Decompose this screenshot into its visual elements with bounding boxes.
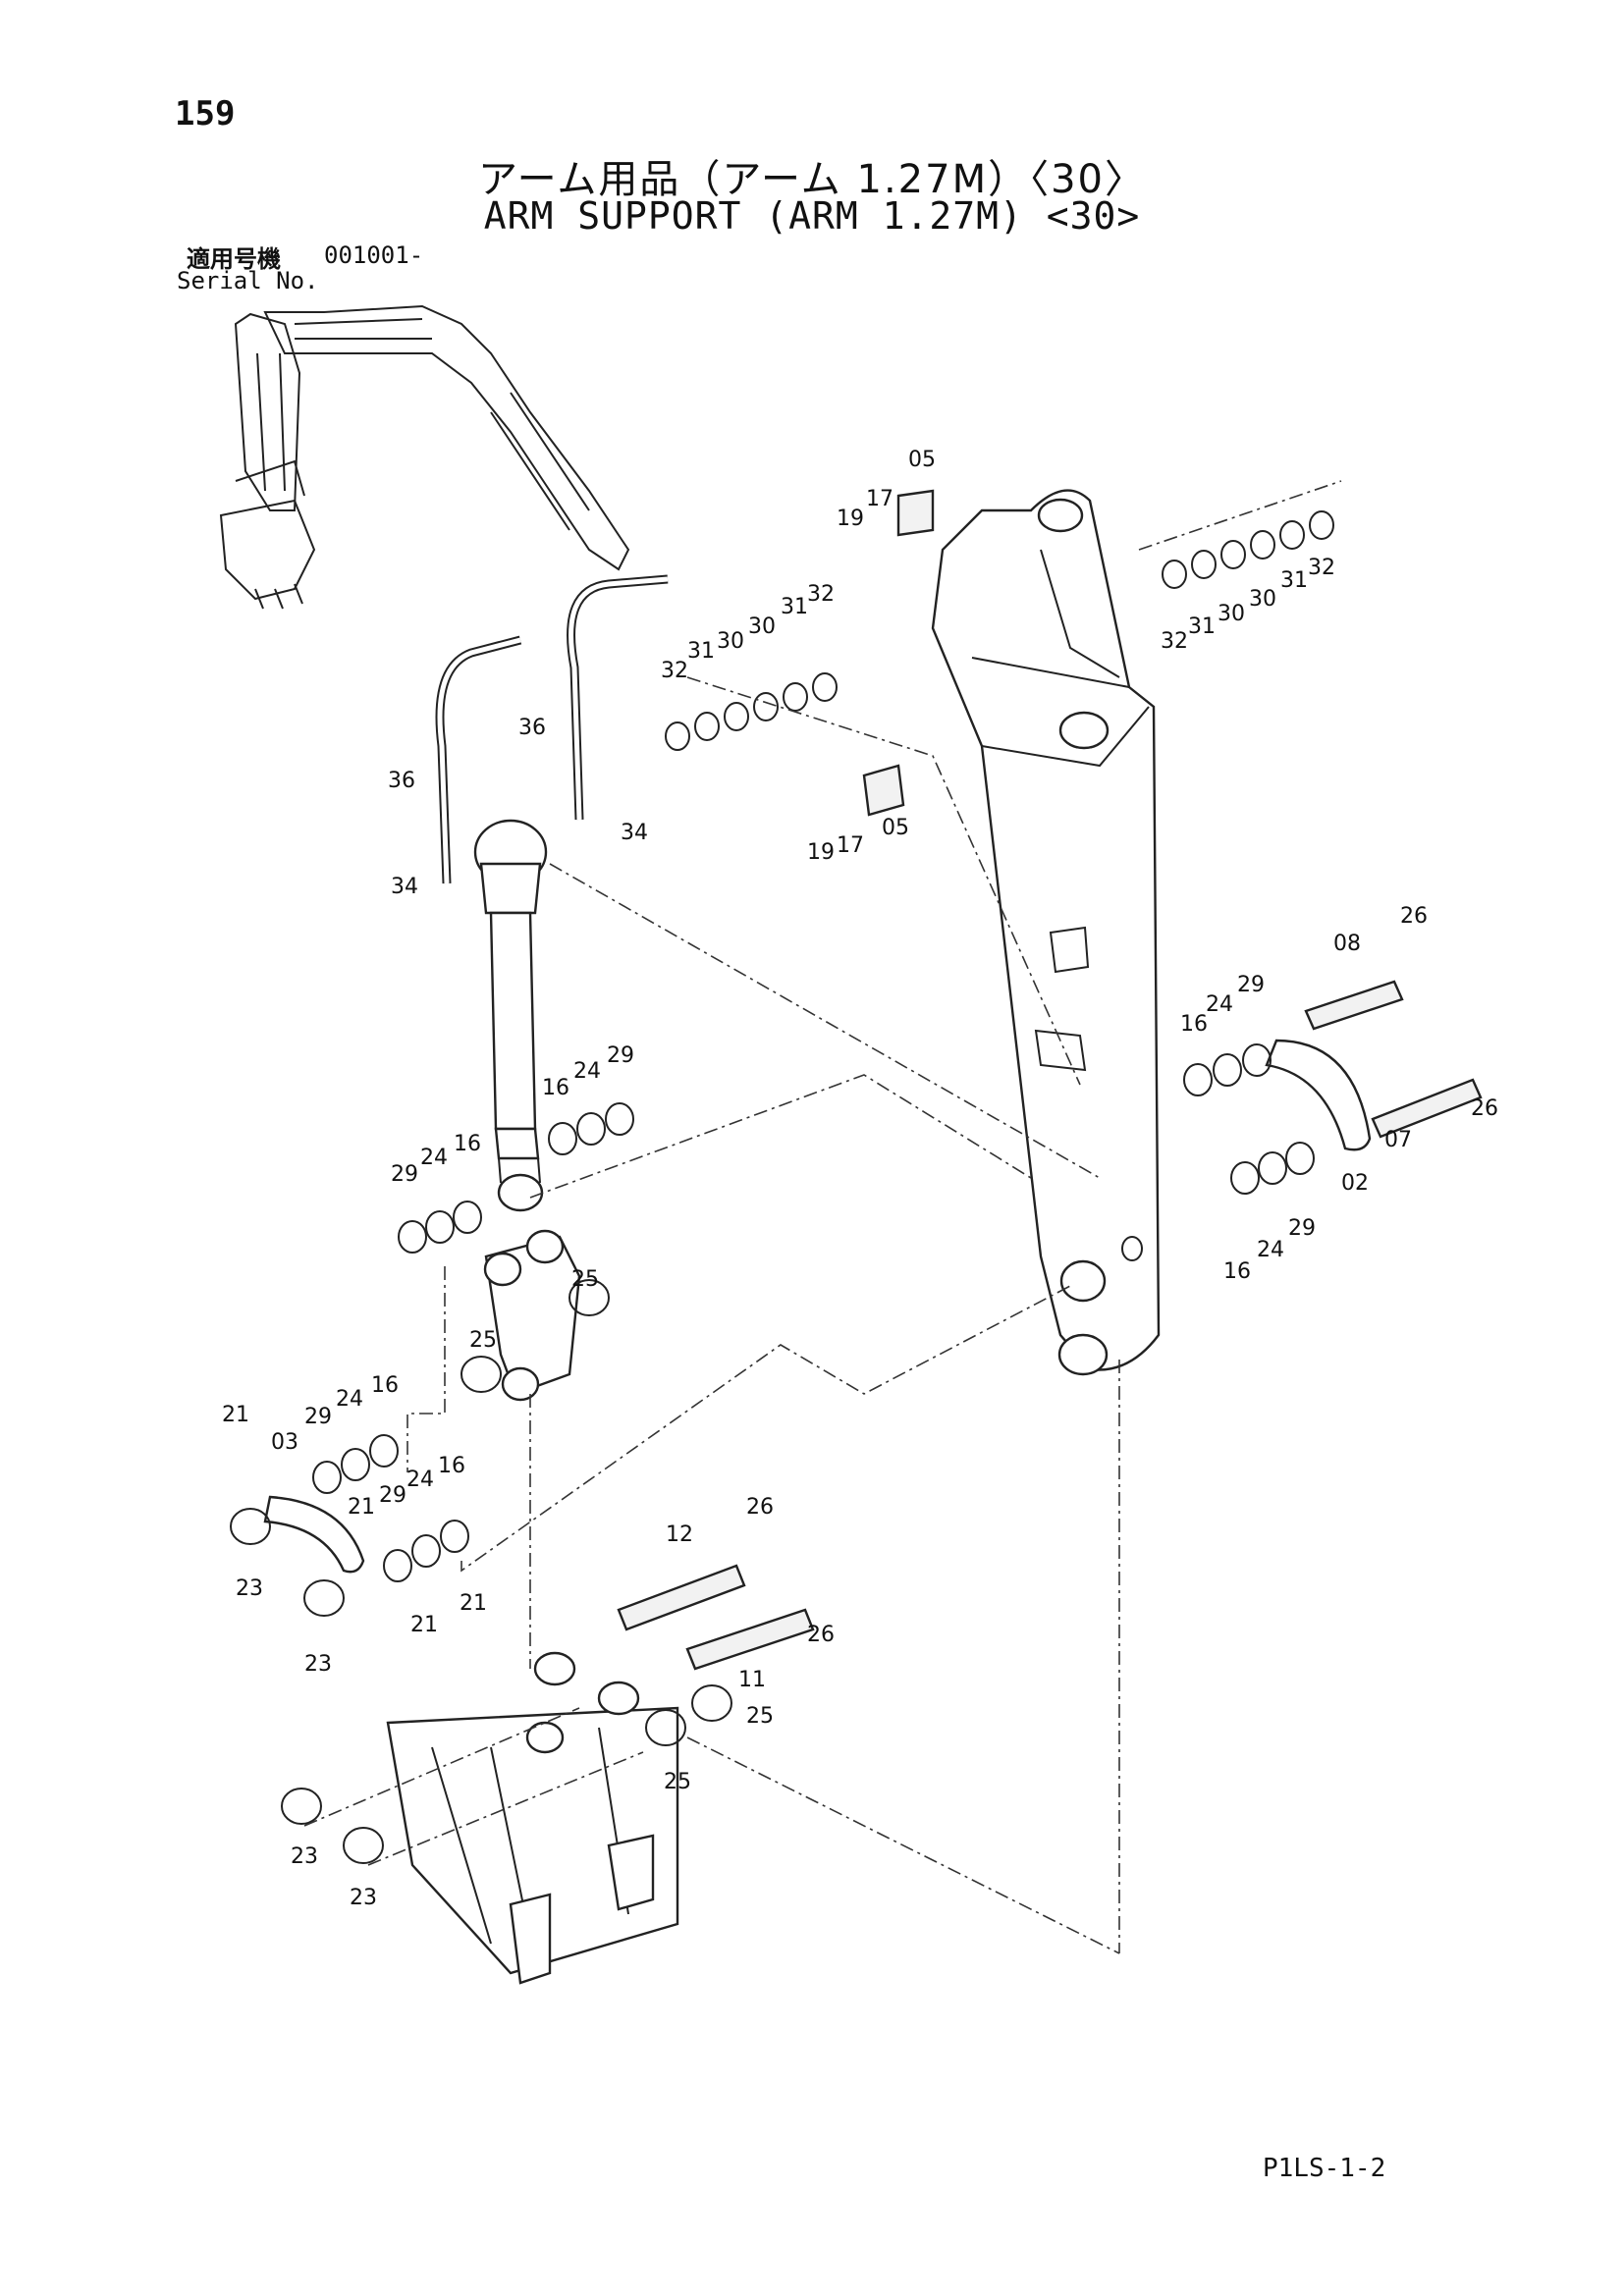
callout-32: 32 — [1161, 629, 1188, 654]
callout-31: 31 — [781, 595, 808, 619]
callout-03: 03 — [271, 1430, 298, 1455]
callout-24: 24 — [573, 1059, 601, 1084]
washer-illustrations — [230, 510, 1334, 1864]
pin-illustrations — [617, 489, 1483, 1671]
callout-24: 24 — [406, 1468, 434, 1492]
callout-16: 16 — [542, 1076, 569, 1100]
callout-23: 23 — [291, 1844, 318, 1869]
callout-29: 29 — [1237, 973, 1265, 997]
callout-24: 24 — [1257, 1238, 1284, 1262]
serial-label-english: Serial No. — [177, 267, 319, 294]
callout-29: 29 — [304, 1405, 332, 1429]
callout-26: 26 — [1471, 1096, 1498, 1121]
callout-17: 17 — [837, 833, 864, 858]
callout-19: 19 — [837, 507, 864, 531]
callout-34: 34 — [391, 875, 418, 899]
hose-illustration — [435, 574, 669, 884]
callout-30: 30 — [1218, 602, 1245, 626]
callout-36: 36 — [388, 769, 415, 793]
callout-30: 30 — [748, 614, 776, 639]
callout-26: 26 — [807, 1623, 835, 1647]
plate-02-illustration — [1265, 1039, 1372, 1151]
callout-11: 11 — [738, 1668, 766, 1692]
callout-21: 21 — [348, 1495, 375, 1520]
page-number: 159 — [175, 94, 236, 133]
callout-29: 29 — [607, 1043, 634, 1068]
callout-23: 23 — [236, 1576, 263, 1601]
machine-overview-illustration — [219, 304, 630, 610]
callout-24: 24 — [420, 1146, 448, 1170]
callout-16: 16 — [438, 1454, 465, 1478]
serial-label-japanese: 適用号機 — [187, 245, 281, 273]
callout-24: 24 — [1206, 992, 1233, 1017]
callout-17: 17 — [866, 487, 893, 511]
callout-29: 29 — [1288, 1216, 1316, 1241]
callout-16: 16 — [1223, 1259, 1251, 1284]
callout-31: 31 — [1280, 568, 1308, 593]
callout-26: 26 — [746, 1495, 774, 1520]
callout-19: 19 — [807, 840, 835, 865]
arm-cylinder-illustration — [473, 819, 548, 1212]
link-bucket-illustration — [386, 1229, 679, 1985]
callout-25: 25 — [664, 1770, 691, 1794]
callout-31: 31 — [1188, 614, 1216, 639]
callout-21: 21 — [222, 1403, 249, 1427]
callout-30: 30 — [1249, 587, 1276, 612]
callout-34: 34 — [621, 821, 648, 845]
callout-26: 26 — [1400, 904, 1428, 929]
callout-32: 32 — [661, 659, 688, 683]
callout-29: 29 — [379, 1483, 406, 1508]
callout-23: 23 — [304, 1652, 332, 1677]
callout-16: 16 — [371, 1373, 399, 1398]
callout-24: 24 — [336, 1387, 363, 1412]
callout-12: 12 — [666, 1522, 693, 1547]
callout-08: 08 — [1333, 932, 1361, 956]
callout-21: 21 — [410, 1613, 438, 1637]
serial-number-value: 001001- — [324, 241, 424, 269]
callout-02: 02 — [1341, 1171, 1369, 1196]
callout-31: 31 — [687, 639, 715, 664]
callout-21: 21 — [460, 1591, 487, 1616]
callout-05: 05 — [882, 816, 909, 840]
callout-32: 32 — [807, 582, 835, 607]
callout-25: 25 — [571, 1267, 599, 1292]
callout-05: 05 — [908, 448, 936, 472]
callout-07: 07 — [1384, 1128, 1412, 1152]
drawing-code: P1LS-1-2 — [1263, 2154, 1386, 2183]
callout-29: 29 — [391, 1162, 418, 1187]
plate-03-illustration — [263, 1495, 365, 1574]
callout-labels: 05 17 19 32 31 30 30 31 32 32 31 30 30 3… — [222, 448, 1498, 1910]
callout-16: 16 — [454, 1132, 481, 1156]
callout-25: 25 — [469, 1328, 497, 1353]
callout-36: 36 — [518, 716, 546, 740]
callout-16: 16 — [1180, 1012, 1208, 1037]
leader-lines — [303, 480, 1342, 1954]
page-title-english: ARM SUPPORT (ARM 1.27M) <30> — [483, 194, 1141, 238]
callout-30: 30 — [717, 629, 744, 654]
page-title-japanese: アーム用品（アーム 1.27M）〈30〉 — [478, 157, 1146, 202]
callout-23: 23 — [350, 1886, 377, 1910]
callout-25: 25 — [746, 1704, 774, 1729]
callout-32: 32 — [1308, 556, 1335, 580]
arm-illustration — [931, 489, 1161, 1376]
